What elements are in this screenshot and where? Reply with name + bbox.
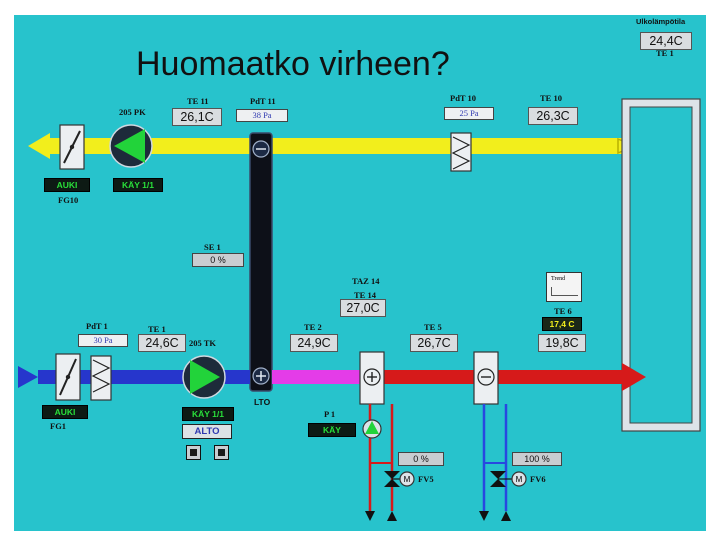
supply-fan	[182, 355, 226, 399]
te10-readout[interactable]: 26,3C	[528, 107, 578, 125]
outdoor-temp-tag: TE 1	[656, 48, 674, 58]
hvac-panel: M M Huomaatko virheen? Ulkolämpötila 24,…	[14, 15, 706, 531]
supply-damper-tag: FG1	[50, 421, 67, 431]
exhaust-filter	[450, 132, 472, 172]
te5-readout[interactable]: 26,7C	[410, 334, 458, 352]
svg-text:M: M	[404, 475, 411, 484]
exhaust-duct	[46, 138, 634, 154]
outdoor-temp-readout[interactable]: 24,4C	[640, 32, 692, 50]
supply-damper	[55, 353, 81, 401]
exhaust-fan-status[interactable]: KÄY 1/1	[113, 178, 163, 192]
pdt10-tag: PdT 10	[450, 93, 477, 103]
hvac-schematic: M M	[18, 98, 701, 521]
pdt10-readout[interactable]: 25 Pa	[444, 107, 494, 120]
heat-recovery-unit	[249, 132, 273, 392]
te6-tag: TE 6	[554, 306, 572, 316]
exhaust-damper	[59, 124, 85, 170]
heating-pump	[362, 419, 382, 439]
cooling-coil	[473, 351, 499, 405]
te6-setpoint[interactable]: 17,4 C	[542, 317, 582, 331]
slide-title: Huomaatko virheen?	[136, 45, 450, 83]
te11-tag: TE 11	[187, 96, 209, 106]
te1-tag: TE 1	[148, 324, 166, 334]
outdoor-label: Ulkolämpötila	[636, 17, 686, 26]
te11-readout[interactable]: 26,1C	[172, 108, 222, 126]
te10-tag: TE 10	[540, 93, 562, 103]
supply-arrow	[622, 363, 646, 391]
te6-readout[interactable]: 19,8C	[538, 334, 586, 352]
valve-fv6: M	[490, 471, 527, 487]
exhaust-damper-tag: FG10	[58, 195, 79, 205]
exhaust-fan	[109, 124, 153, 168]
p1-status[interactable]: KÄY	[308, 423, 356, 437]
supply-fan-mode[interactable]: ALTO	[182, 424, 232, 439]
supply-filter	[90, 355, 112, 401]
trend-button[interactable]: Trend	[546, 272, 582, 302]
heating-coil	[359, 351, 385, 405]
supply-fan-tag: 205 TK	[189, 338, 217, 348]
supply-damper-status[interactable]: AUKI	[42, 405, 88, 419]
fv6-readout[interactable]: 100 %	[512, 452, 562, 466]
supply-fan-auto-icon[interactable]	[214, 445, 229, 460]
svg-text:M: M	[516, 475, 523, 484]
exhaust-arrow	[28, 133, 50, 159]
pdt1-tag: PdT 1	[86, 321, 108, 331]
supply-fan-status[interactable]: KÄY 1/1	[182, 407, 234, 421]
te14-readout[interactable]: 27,0C	[340, 299, 386, 317]
pdt1-readout[interactable]: 30 Pa	[78, 334, 128, 347]
trend-label: Trend	[551, 276, 566, 282]
pdt11-readout[interactable]: 38 Pa	[236, 109, 288, 122]
se1-tag: SE 1	[204, 242, 221, 252]
taz14-tag: TAZ 14	[352, 276, 380, 286]
se1-readout[interactable]: 0 %	[192, 253, 244, 267]
fv5-tag: FV5	[418, 474, 434, 484]
fv5-readout[interactable]: 0 %	[398, 452, 444, 466]
exhaust-fan-tag: 205 PK	[119, 107, 146, 117]
trend-icon	[551, 287, 578, 296]
te5-tag: TE 5	[424, 322, 442, 332]
fv6-tag: FV6	[530, 474, 546, 484]
te1-readout[interactable]: 24,6C	[138, 334, 186, 352]
lto-label: LTO	[254, 397, 271, 407]
p1-tag: P 1	[324, 409, 336, 419]
te2-readout[interactable]: 24,9C	[290, 334, 338, 352]
exhaust-damper-status[interactable]: AUKI	[44, 178, 90, 192]
te2-tag: TE 2	[304, 322, 322, 332]
pdt11-tag: PdT 11	[250, 96, 276, 106]
supply-fan-manual-icon[interactable]	[186, 445, 201, 460]
valve-fv5: M	[384, 471, 415, 487]
supply-duct-mid	[272, 370, 372, 384]
te14-tag: TE 14	[354, 290, 376, 300]
